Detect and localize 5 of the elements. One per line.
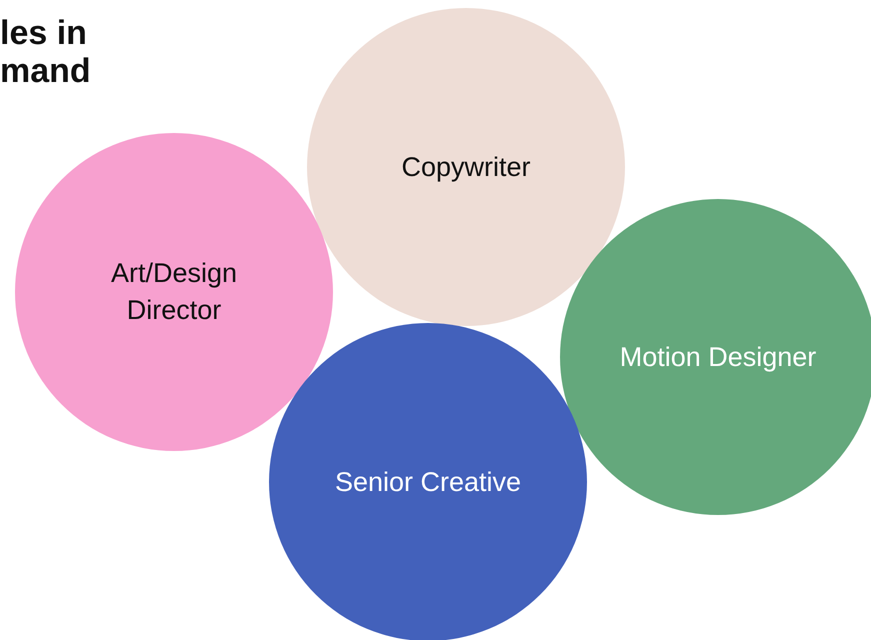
role-label: Senior Creative: [334, 466, 522, 498]
role-label: Motion Designer: [620, 340, 816, 374]
role-label: Copywriter: [401, 150, 531, 184]
role-label: Art/Design Director: [110, 257, 238, 327]
heading: les in mand: [0, 14, 92, 90]
